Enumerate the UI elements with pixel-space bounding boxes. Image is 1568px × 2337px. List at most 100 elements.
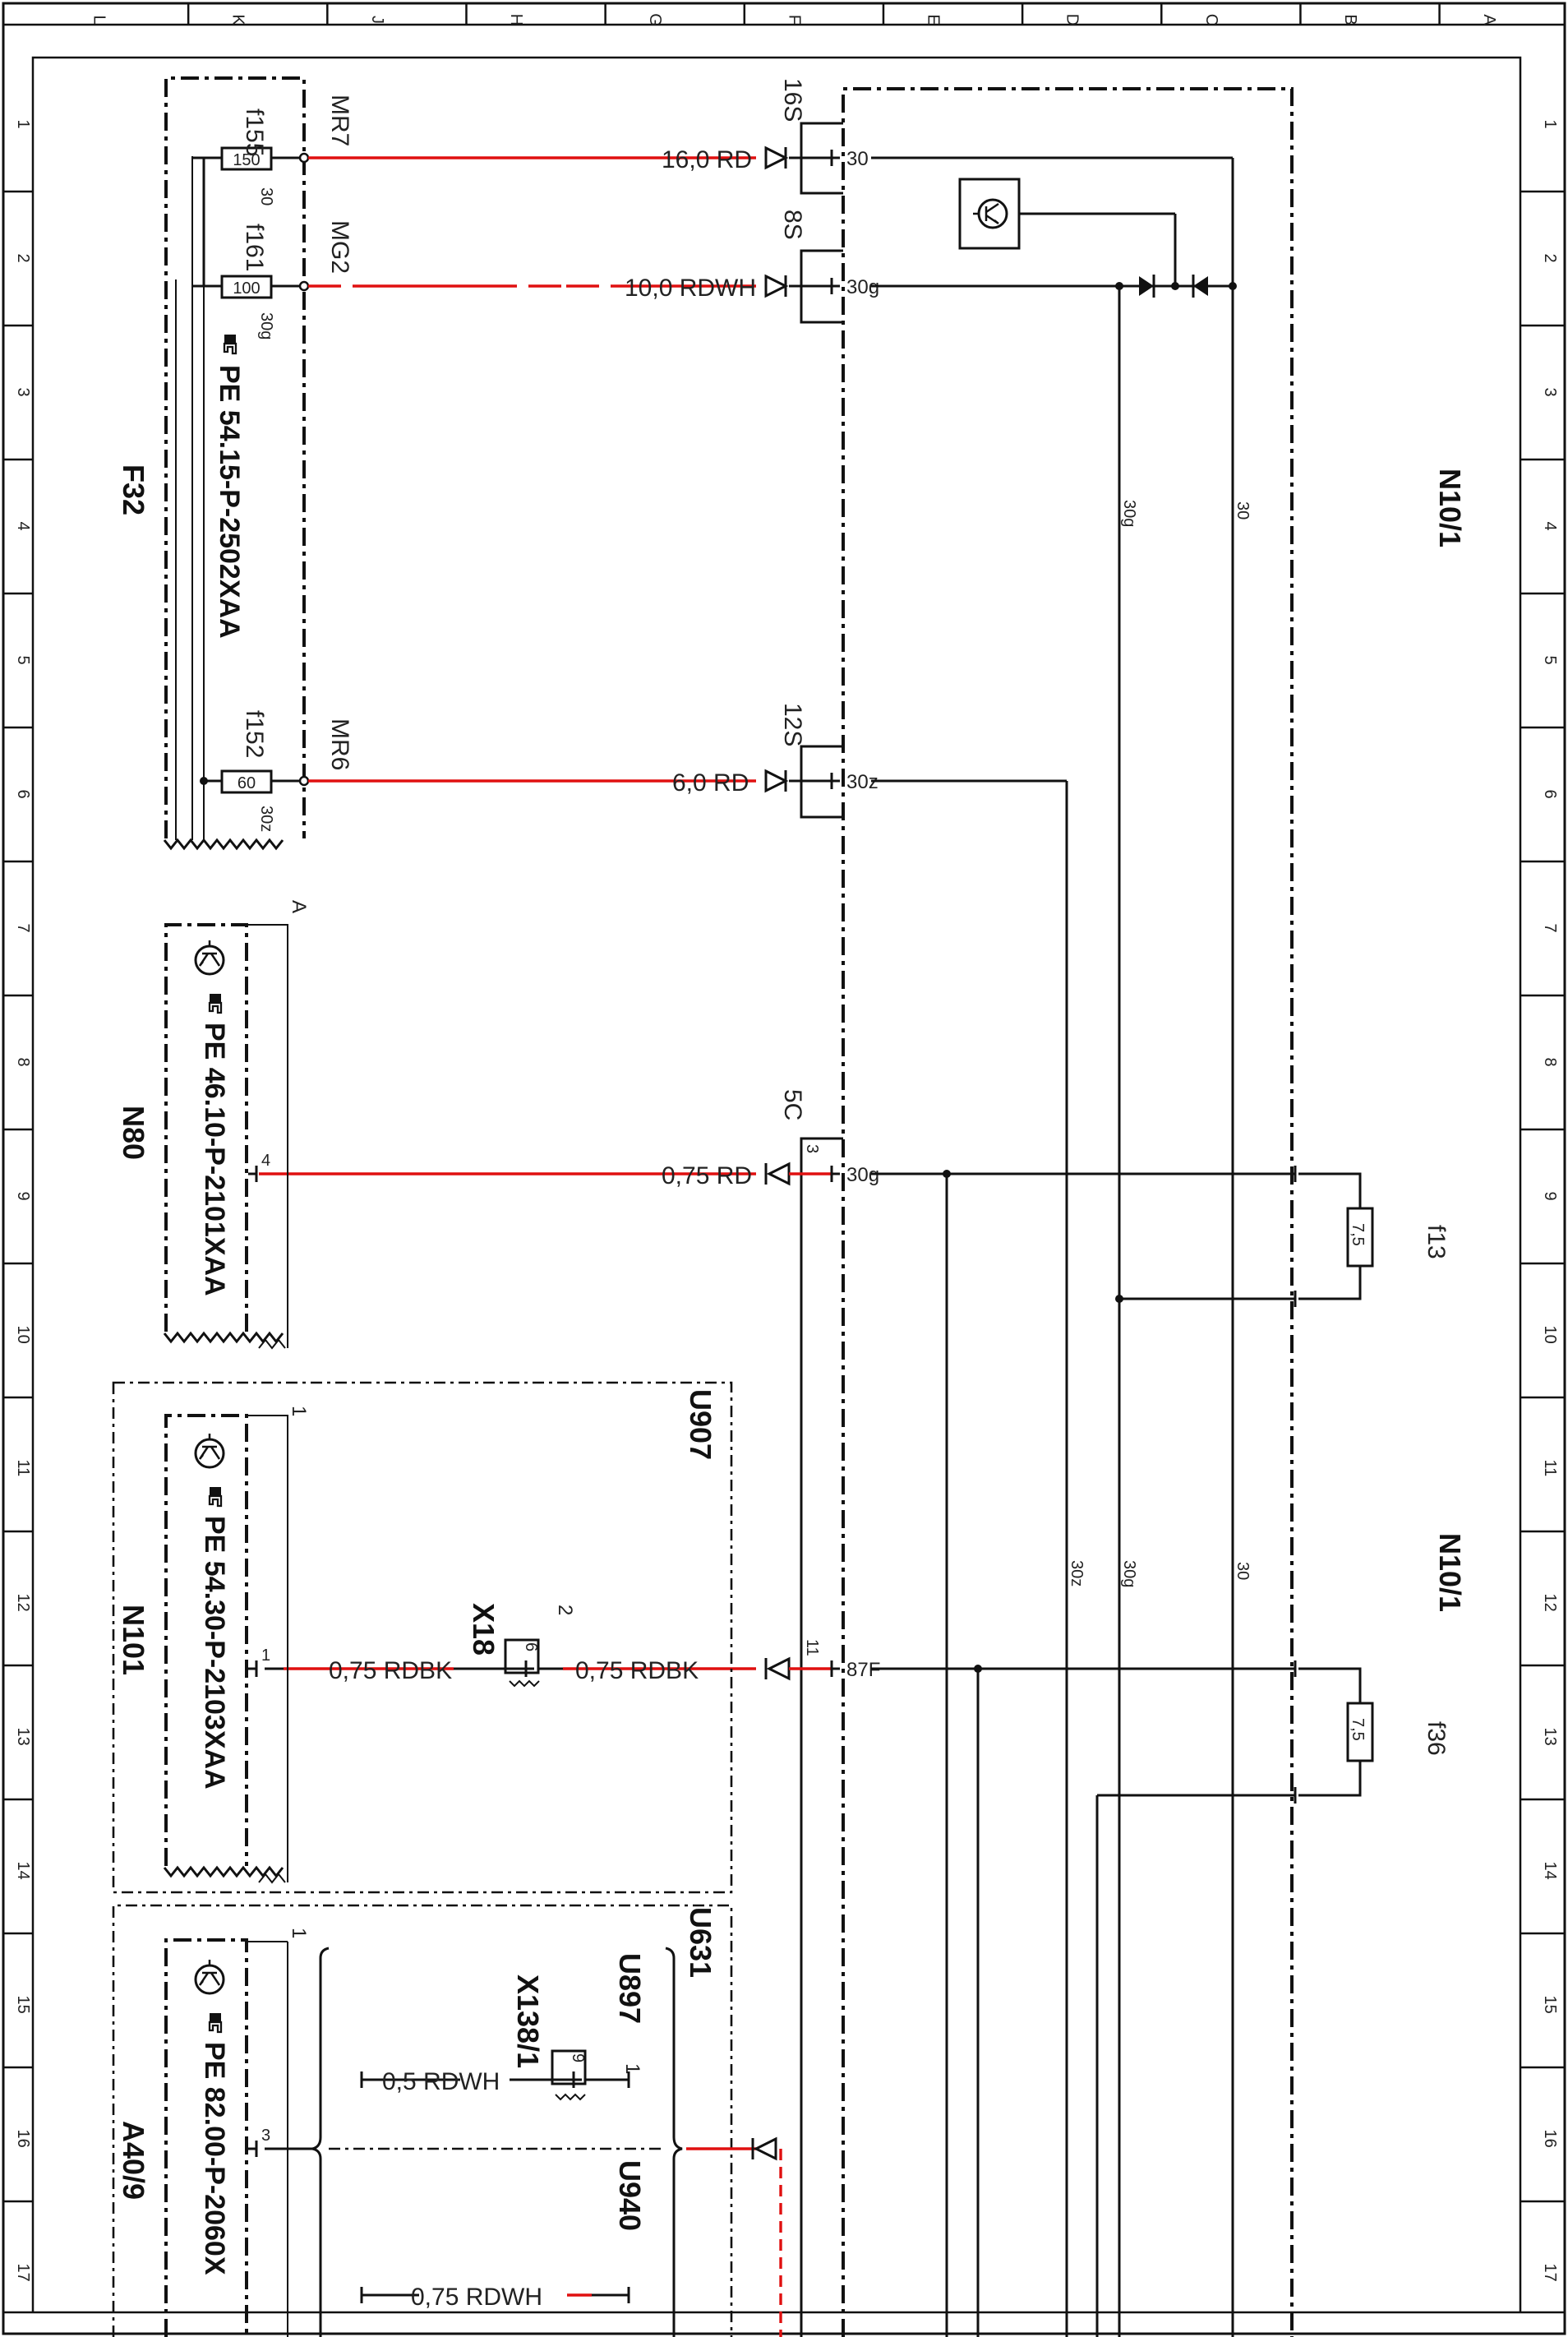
svg-text:60: 60: [238, 774, 256, 792]
n80-module: A PE 46.10-P-2101XAA N80 4: [117, 900, 310, 1350]
row-label-left: 8: [14, 1058, 32, 1067]
f32-label: F32: [117, 464, 150, 515]
svg-text:MR7: MR7: [326, 95, 353, 146]
n101-module: 1 PE 54.30-P-2103XAA N101 1: [117, 1406, 310, 1884]
svg-text:A: A: [288, 900, 310, 913]
row-label-right: 13: [1541, 1728, 1559, 1746]
row-label-left: 14: [14, 1862, 32, 1880]
svg-text:f36: f36: [1423, 1721, 1450, 1756]
svg-text:5C: 5C: [779, 1089, 806, 1120]
svg-text:U907: U907: [684, 1389, 717, 1460]
svg-text:X18: X18: [467, 1603, 500, 1656]
row-label-right: 16: [1541, 2130, 1559, 2148]
svg-text:11: 11: [803, 1639, 821, 1656]
transistor-icon: [958, 178, 1021, 250]
row-label-left: 11: [14, 1460, 32, 1477]
row-label-left: 15: [14, 1996, 32, 2014]
column-label: A: [1480, 14, 1498, 25]
svg-text:f155: f155: [241, 109, 268, 156]
row-label-left: 4: [14, 522, 32, 531]
column-label: J: [368, 16, 386, 24]
n80-pe-ref[interactable]: PE 46.10-P-2101XAA: [199, 1023, 230, 1296]
column-label: C: [1202, 14, 1220, 25]
row-label-left: 10: [14, 1326, 32, 1344]
u897-u940-area: U897 1 U940 X138/1 9 0,5 RDWH 0,75 RDWH: [311, 1947, 782, 2337]
fuse-f155: 150 f155 30 MR7: [220, 95, 353, 206]
fuse-f13: 7,5 f13: [1285, 1164, 1450, 1309]
row-label-right: 14: [1541, 1862, 1559, 1880]
u631-frame: U631: [112, 1904, 733, 2337]
row-label-left: 12: [14, 1594, 32, 1612]
u907-frame: U907: [112, 1381, 733, 1894]
row-label-left: 2: [14, 254, 32, 263]
column-label: D: [1063, 14, 1081, 25]
a40-9-module: 1 PE 82.00-P-2060X A40/9 3: [117, 1928, 316, 2337]
svg-text:30: 30: [257, 187, 275, 206]
fuse-f161: 100 f161 30g MG2: [220, 220, 353, 339]
svg-text:X138/1: X138/1: [511, 1974, 545, 2068]
row-label-right: 1: [1541, 120, 1559, 129]
svg-text:2: 2: [554, 1605, 576, 1615]
row-label-right: 10: [1541, 1326, 1559, 1344]
svg-text:0,75 RDBK: 0,75 RDBK: [329, 1657, 452, 1684]
row-label-right: 2: [1541, 254, 1559, 263]
row-label-left: 16: [14, 2130, 32, 2148]
fuse-f36: 7,5 f36: [1285, 1659, 1450, 1805]
svg-text:U631: U631: [684, 1907, 717, 1978]
svg-text:0,75 RD: 0,75 RD: [662, 1162, 752, 1189]
svg-text:9: 9: [569, 2053, 587, 2062]
svg-text:3: 3: [803, 1144, 821, 1153]
row-label-left: 6: [14, 790, 32, 799]
svg-text:1: 1: [261, 1647, 270, 1665]
row-label-right: 5: [1541, 656, 1559, 665]
row-label-left: 9: [14, 1192, 32, 1201]
row-label-left: 5: [14, 656, 32, 665]
row-label-right: 17: [1541, 2264, 1559, 2282]
svg-text:6: 6: [522, 1642, 540, 1651]
svg-text:4: 4: [261, 1152, 270, 1170]
svg-text:1: 1: [288, 1928, 310, 1938]
column-label: G: [646, 13, 664, 26]
svg-text:U940: U940: [613, 2160, 647, 2231]
n10-1-connectors: 16S 30 8S 30g 12S 30z 5C 3 30g 11 87F: [779, 78, 880, 2337]
svg-text:16S: 16S: [779, 78, 806, 122]
f32-pe-ref[interactable]: PE 54.15-P-2502XAA: [214, 365, 245, 639]
a40-9-pe-ref[interactable]: PE 82.00-P-2060X: [199, 2042, 230, 2275]
svg-text:30z: 30z: [1068, 1560, 1086, 1586]
svg-text:MR6: MR6: [326, 718, 353, 770]
row-label-right: 15: [1541, 1996, 1559, 2014]
column-label: H: [507, 14, 525, 25]
row-label-right: 8: [1541, 1058, 1559, 1067]
row-label-left: 13: [14, 1728, 32, 1746]
fuse-f152: 60 f152 30z MR6: [220, 710, 353, 832]
svg-text:f152: f152: [241, 710, 268, 758]
svg-text:0,75 RDBK: 0,75 RDBK: [575, 1657, 699, 1684]
main-feed-wires: 16,0 RD 10,0 RDWH 6,0 RD 0,75 RD 0,75 RD…: [259, 145, 791, 1684]
svg-text:0,5 RDWH: 0,5 RDWH: [382, 2068, 500, 2095]
svg-text:150: 150: [233, 151, 260, 169]
break-zigzag: [163, 838, 284, 850]
f32-fuse-box: 150 f155 30 MR7 100 f161 30g MG2 60 f152…: [117, 76, 353, 850]
row-label-right: 11: [1541, 1460, 1559, 1477]
svg-text:30: 30: [846, 148, 869, 170]
column-label: B: [1341, 14, 1359, 25]
svg-text:30g: 30g: [1120, 1560, 1138, 1587]
svg-text:30: 30: [1234, 1562, 1252, 1580]
row-label-right: 4: [1541, 522, 1559, 531]
svg-text:U897: U897: [613, 1953, 647, 2024]
svg-text:f13: f13: [1423, 1225, 1450, 1259]
svg-text:MG2: MG2: [326, 220, 353, 274]
svg-text:N10/1: N10/1: [1433, 469, 1467, 547]
n101-pe-ref[interactable]: PE 54.30-P-2103XAA: [199, 1516, 230, 1790]
svg-text:6,0 RD: 6,0 RD: [672, 769, 749, 797]
row-label-right: 7: [1541, 924, 1559, 933]
column-label: K: [229, 14, 247, 25]
row-label-left: 17: [14, 2264, 32, 2282]
svg-text:30g: 30g: [1120, 500, 1138, 527]
svg-text:8S: 8S: [779, 210, 806, 240]
row-label-right: 9: [1541, 1192, 1559, 1201]
x18-connector: X18 6 2: [454, 1603, 576, 1688]
